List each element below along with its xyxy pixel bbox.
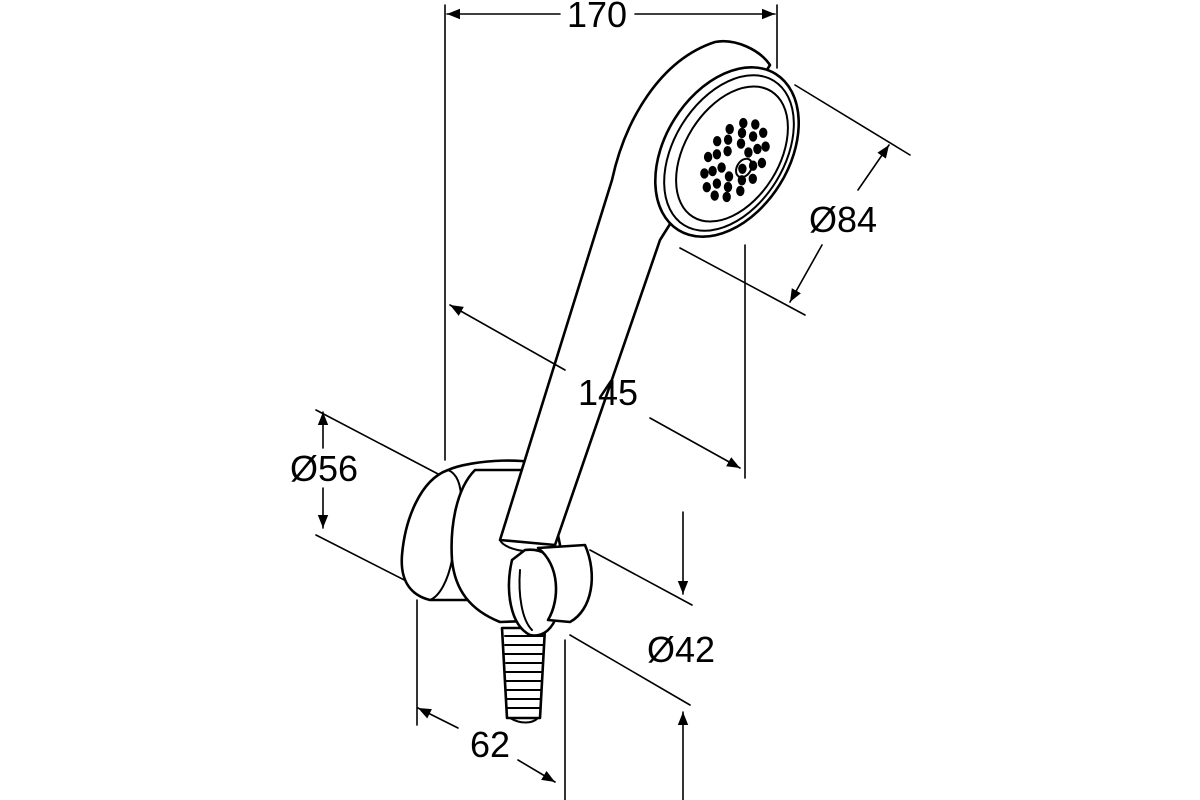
spray-nozzle [737, 127, 747, 139]
dim-head-diameter: Ø84 [809, 199, 877, 240]
spray-nozzle [722, 191, 731, 203]
dim-clip-diameter: Ø42 [647, 629, 715, 670]
spray-nozzle [753, 143, 762, 155]
spray-nozzle [759, 127, 768, 138]
dim-holder-diameter: Ø56 [290, 448, 358, 489]
spray-nozzle [761, 141, 770, 152]
spray-nozzle [702, 182, 711, 193]
spray-nozzle [748, 131, 758, 142]
spray-nozzle [712, 178, 722, 189]
dim-handle-length: 145 [578, 372, 638, 413]
spray-nozzle [724, 171, 734, 182]
spray-nozzle [744, 147, 753, 158]
spray-nozzle [703, 151, 713, 163]
spray-nozzle [700, 168, 709, 179]
spray-nozzle [723, 146, 732, 157]
spray-nozzle [712, 149, 722, 160]
spray-nozzle [725, 123, 734, 135]
holder-clip [507, 543, 593, 637]
spray-nozzle [751, 119, 760, 130]
spray-nozzle [717, 162, 726, 173]
spray-nozzle [713, 136, 722, 147]
spray-nozzle [723, 134, 733, 145]
shower-hose [500, 626, 547, 724]
center-nozzle [735, 157, 753, 179]
spray-nozzle [736, 138, 746, 149]
spray-nozzle [739, 117, 748, 129]
dim-overall-width: 170 [567, 0, 627, 35]
spray-nozzle [710, 190, 719, 201]
spray-nozzle [708, 165, 717, 177]
spray-nozzle [723, 181, 733, 193]
spray-nozzle [736, 185, 745, 197]
spray-nozzle [748, 173, 757, 184]
shower-head [653, 66, 801, 238]
dimension-lines [317, 8, 890, 800]
spray-nozzles [700, 117, 770, 203]
dimension-labels: 170 Ø84 145 Ø56 Ø42 62 [290, 0, 877, 765]
spray-nozzle [738, 163, 747, 174]
extension-lines [315, 4, 911, 800]
spray-nozzle [757, 157, 767, 169]
dim-holder-depth: 62 [470, 724, 510, 765]
